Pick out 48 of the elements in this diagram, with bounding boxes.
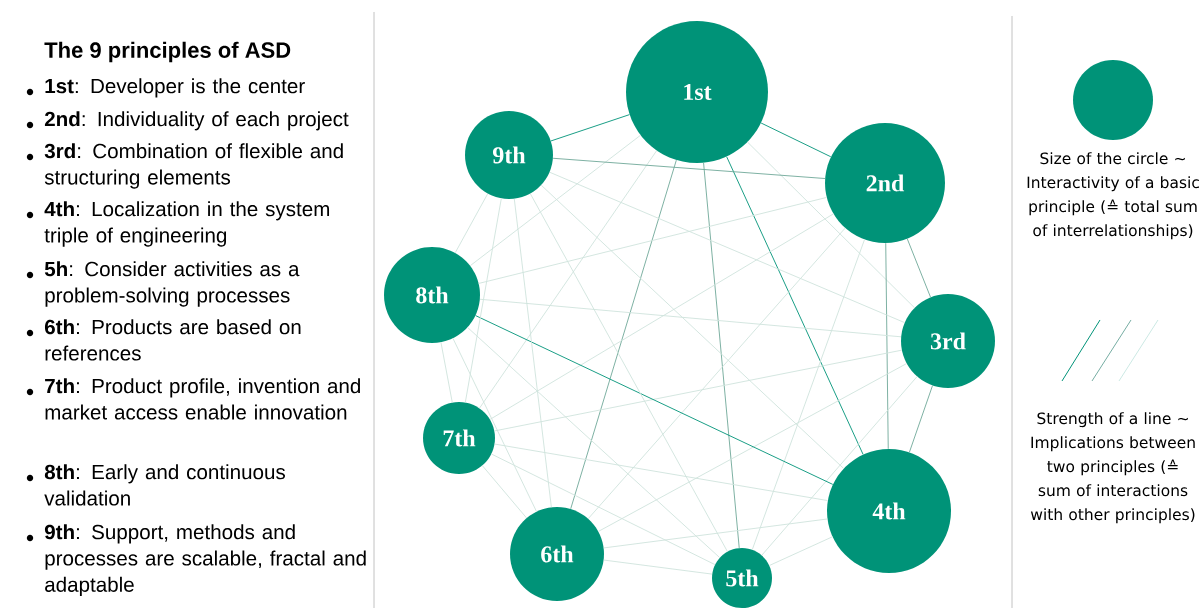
connection-line (464, 198, 502, 403)
connection-line (761, 376, 918, 556)
connection-line (494, 349, 903, 432)
connection-line (587, 227, 846, 520)
connection-line (769, 536, 833, 566)
connection-line (454, 193, 489, 254)
legend-text: Strength of a line ~ Implications between two principles (≙ sum of interactions with other principles) (1030, 412, 1195, 524)
connection-line (489, 213, 834, 420)
principle-item: 6th: Products are based on references (44, 319, 301, 361)
principle-item: 9th: Support, methods and processes are scalable, fractal and adaptable (44, 524, 366, 596)
connection-line (475, 315, 834, 485)
connection-line (751, 239, 865, 551)
connection-line (603, 518, 828, 549)
connection-line (529, 193, 728, 552)
connection-line (549, 171, 905, 324)
principle-item: 1st: Developer is the center (45, 78, 305, 98)
principle-item: 4th: Localization in the system triple of engineering (44, 201, 329, 247)
connection-line (570, 159, 677, 510)
principle-item: 7th: Product profile, invention and market access enable innovation (45, 378, 360, 420)
connection-line (726, 156, 864, 455)
connection-line (452, 337, 537, 512)
legend-text: Size of the circle ~ Interactivity of a basic principle (≙ total sum of interrelationships) (1027, 152, 1199, 240)
connection-line (467, 327, 721, 559)
principle-item: 3rd: Combination of flexible and structuring elements (44, 143, 343, 189)
connection-line (440, 341, 453, 403)
connection-line (703, 162, 740, 549)
connection-line (494, 443, 829, 502)
connection-line (760, 122, 832, 158)
connection-line (479, 298, 902, 338)
connection-line (908, 385, 933, 453)
connection-line (478, 197, 828, 284)
connection-line (540, 184, 845, 469)
connection-line (906, 238, 931, 298)
principle-item: 8th: Early and continuous validation (44, 464, 285, 506)
principle-item: 2nd: Individuality of each project (44, 111, 349, 131)
connection-line (513, 198, 552, 508)
connection-line (598, 363, 907, 532)
connection-line (469, 134, 641, 267)
connection-line (481, 465, 527, 519)
connection-line (552, 157, 826, 179)
list-heading: The 9 principles of ASD (44, 41, 291, 63)
connection-line (479, 150, 658, 409)
principle-item: 5h: Consider activities as a problem-solving processes (44, 261, 300, 307)
connection-line (747, 141, 915, 309)
connection-line (603, 559, 713, 575)
connection-line (491, 453, 716, 566)
connection-line (885, 242, 889, 450)
connection-line (550, 114, 630, 142)
